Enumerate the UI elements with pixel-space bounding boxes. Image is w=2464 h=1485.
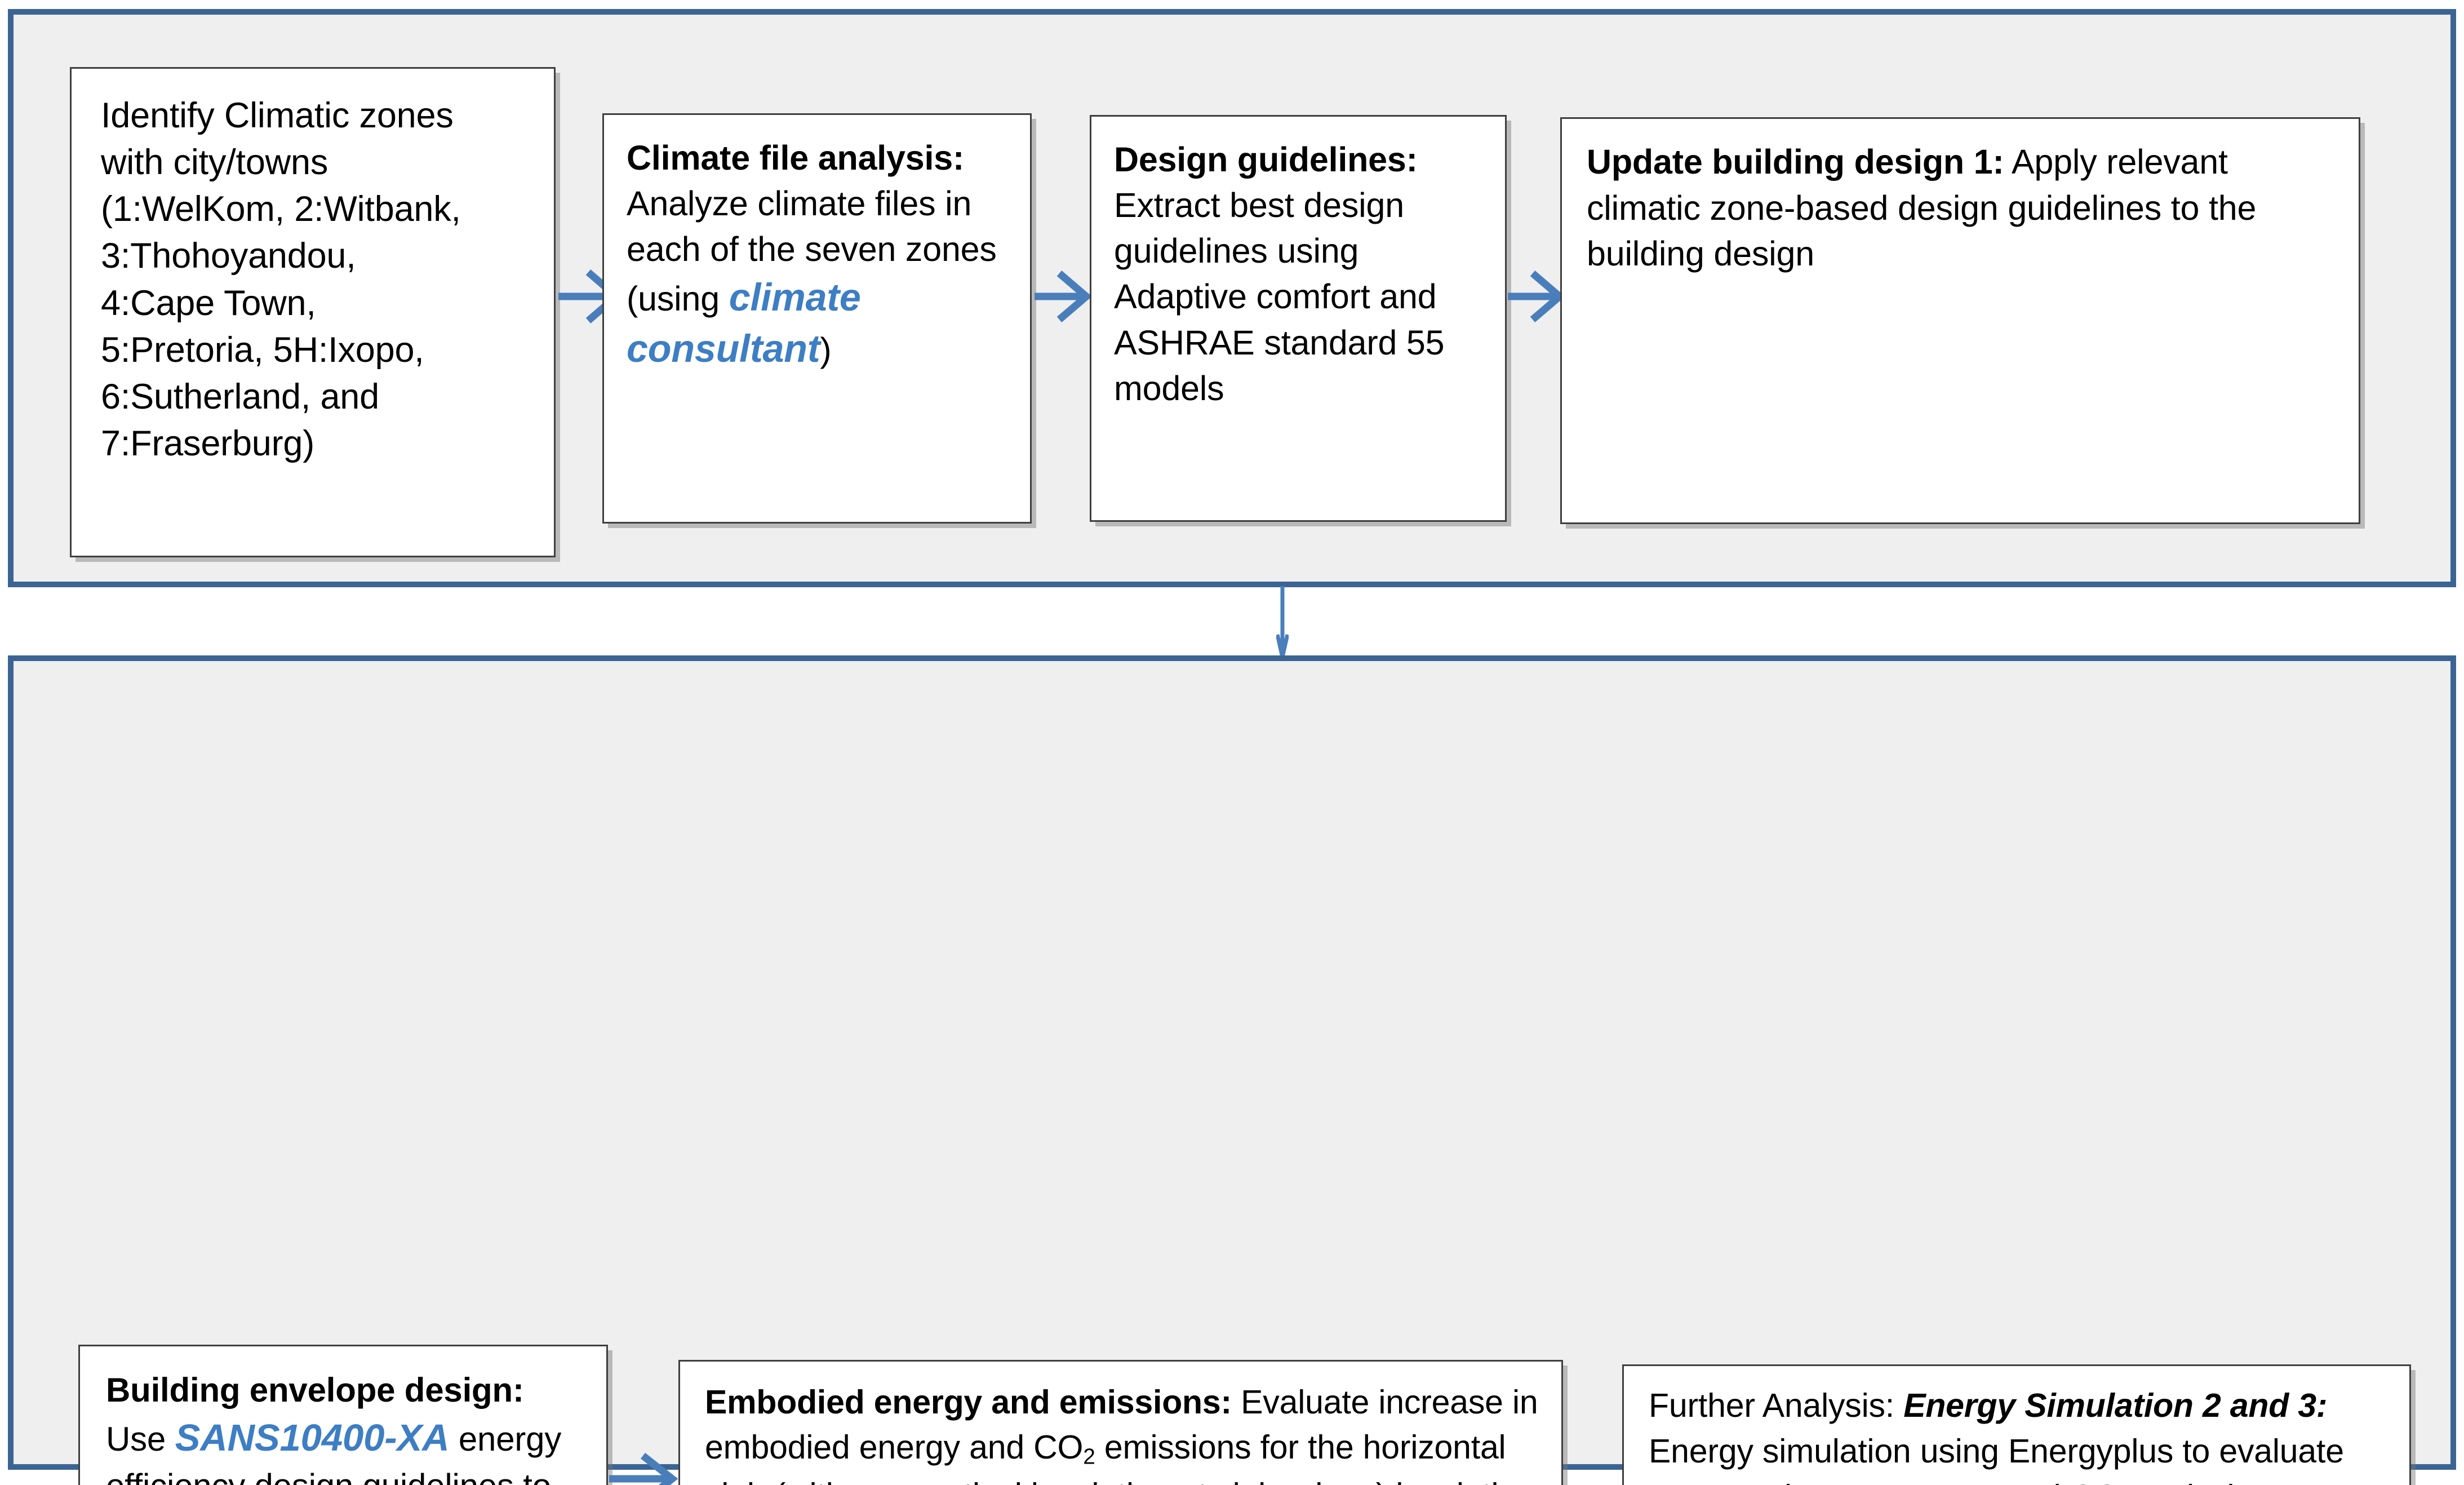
box-design-guidelines[interactable]: Design guidelines: Extract best design g… <box>1090 115 1507 522</box>
box-climate-file-analysis-text: Climate file analysis: Analyze climate f… <box>604 115 1030 522</box>
envelope-heading: Building envelope design: <box>106 1371 524 1409</box>
guidelines-body: Extract best design guidelines using Ada… <box>1114 186 1445 407</box>
box-further-analysis-text: Further Analysis: Energy Simulation 2 an… <box>1624 1366 2409 1485</box>
box-building-envelope-design-text: Building envelope design: Use SANS10400-… <box>80 1346 606 1485</box>
embodied-1-heading: Embodied energy and emissions: <box>705 1384 1232 1421</box>
zones-line-4: 3:Thohoyandou, <box>101 236 356 276</box>
further-body-2: emissions, payback period, and the annua… <box>1649 1478 2388 1485</box>
envelope-body: energy efficiency design guidelines to d… <box>106 1420 562 1485</box>
zones-line-3: (1:WelKom, 2:Witbank, <box>101 189 461 229</box>
zones-line-2: with city/towns <box>101 143 328 183</box>
arrow-climate-to-guidelines <box>1035 271 1093 322</box>
box-climatic-zones-text: Identify Climatic zones with city/towns … <box>72 69 554 556</box>
further-body-1: Energy simulation using Energyplus to ev… <box>1649 1432 2344 1485</box>
envelope-standard: SANS10400-XA <box>175 1417 450 1460</box>
arrow-guidelines-to-update <box>1508 271 1566 322</box>
climate-consultant-tool: climate consultant <box>627 276 861 371</box>
update-body: Apply relevant climatic zone-based desig… <box>1587 143 2257 273</box>
box-further-analysis[interactable]: Further Analysis: Energy Simulation 2 an… <box>1622 1364 2411 1485</box>
box-embodied-energy-horizontal-slab[interactable]: Embodied energy and emissions: Evaluate … <box>678 1360 1563 1485</box>
box-update-building-design[interactable]: Update building design 1: Apply relevant… <box>1560 117 2360 524</box>
zones-line-7: 6:Sutherland, and <box>101 376 379 416</box>
arrow-embodied-horizontal-to-further <box>1593 1484 1594 1485</box>
guidelines-heading: Design guidelines: <box>1114 140 1418 179</box>
climate-body: Analyze climate files in each of the sev… <box>627 184 997 318</box>
zones-line-8: 7:Fraserburg) <box>101 424 315 464</box>
box-embodied-energy-horizontal-slab-text: Embodied energy and emissions: Evaluate … <box>680 1362 1561 1485</box>
climate-tail: ) <box>820 331 832 370</box>
climate-heading: Climate file analysis: <box>627 139 965 177</box>
box-update-building-design-text: Update building design 1: Apply relevant… <box>1562 119 2359 522</box>
zones-line-1: Identify Climatic zones <box>101 96 454 135</box>
envelope-lead: Use <box>106 1420 175 1459</box>
embodied-1-body-2: emissions for the horizontal slab (with … <box>705 1429 1535 1485</box>
box-climatic-zones[interactable]: Identify Climatic zones with city/towns … <box>70 67 556 557</box>
box-building-envelope-design[interactable]: Building envelope design: Use SANS10400-… <box>78 1345 608 1485</box>
embodied-1-body-1: Evaluate increase in embodied energy and… <box>705 1384 1538 1466</box>
zones-line-5: 4:Cape Town, <box>101 283 316 323</box>
box-climate-file-analysis[interactable]: Climate file analysis: Analyze climate f… <box>602 113 1032 524</box>
arrow-envelope-to-embodied-horizontal <box>609 1452 678 1485</box>
zones-line-6: 5:Pretoria, 5H:Ixopo, <box>101 330 424 370</box>
box-design-guidelines-text: Design guidelines: Extract best design g… <box>1091 117 1505 520</box>
embodied-1-subscript: 2 <box>1083 1444 1095 1469</box>
further-colon: : <box>1885 1387 1904 1424</box>
arrow-top-panel-to-bottom-panel <box>1276 586 1289 658</box>
top-panel: Identify Climatic zones with city/towns … <box>8 9 2456 587</box>
further-emphasis: Energy Simulation 2 and 3: <box>1903 1387 2328 1424</box>
update-heading: Update building design 1: <box>1587 143 2004 181</box>
bottom-panel: Building envelope design: Use SANS10400-… <box>8 655 2456 1485</box>
further-heading: Further Analysis <box>1649 1387 1885 1424</box>
